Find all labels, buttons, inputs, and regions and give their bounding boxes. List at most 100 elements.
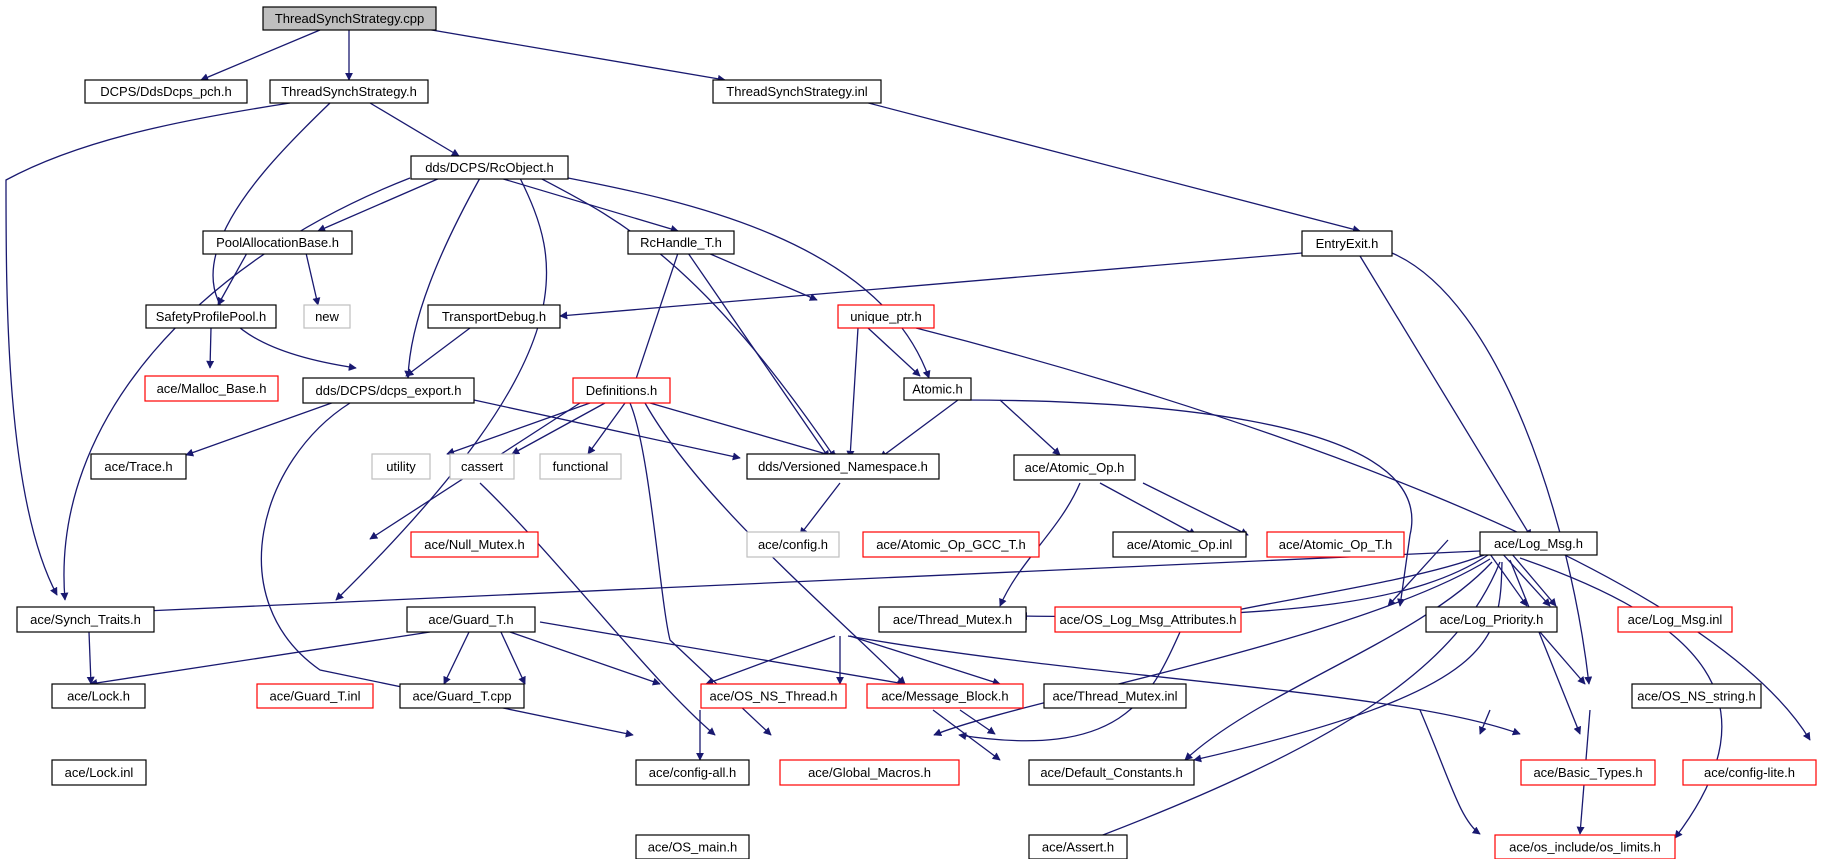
node-ace-config-all-h[interactable]: ace/config-all.h (635, 759, 750, 786)
node-ace-os-ns-string-h[interactable]: ace/OS_NS_string.h (1631, 683, 1762, 709)
node-ace-global-macros-h[interactable]: ace/Global_Macros.h (779, 759, 960, 786)
node-box (862, 531, 1040, 558)
edge (829, 92, 1361, 234)
node-ace-log-msg-inl[interactable]: ace/Log_Msg.inl (1617, 606, 1733, 633)
node-ace-thread-mutex-inl[interactable]: ace/Thread_Mutex.inl (1043, 683, 1187, 709)
node-ace-config-h[interactable]: ace/config.h (746, 531, 840, 558)
node-ace-lock-inl[interactable]: ace/Lock.inl (51, 759, 147, 786)
node-box (51, 759, 147, 786)
node-dds-versioned-namespace-h[interactable]: dds/Versioned_Namespace.h (746, 453, 940, 480)
node-box (1054, 606, 1242, 633)
node-dcps-ddsdcps-pch-h[interactable]: DCPS/DdsDcps_pch.h (84, 79, 248, 104)
node-new[interactable]: new (303, 304, 351, 329)
node-ace-guard-t-cpp[interactable]: ace/Guard_T.cpp (399, 683, 525, 709)
node-label: RcHandle_T.h (640, 235, 722, 250)
node-atomic-h[interactable]: Atomic.h (903, 377, 972, 401)
edge (707, 252, 818, 301)
node-ace-trace-h[interactable]: ace/Trace.h (90, 453, 187, 480)
node-definitions-h[interactable]: Definitions.h (572, 377, 671, 404)
node-utility[interactable]: utility (371, 453, 431, 480)
edge (1509, 559, 1582, 735)
node-functional[interactable]: functional (539, 453, 622, 480)
node-box (256, 683, 374, 709)
node-ace-atomic-op-inl[interactable]: ace/Atomic_Op.inl (1112, 531, 1247, 558)
node-box (700, 683, 847, 709)
edge (1193, 561, 1503, 763)
edge (185, 399, 341, 457)
node-ace-default-constants-h[interactable]: ace/Default_Constants.h (1028, 759, 1195, 786)
node-box (371, 453, 431, 480)
edge (959, 399, 1413, 607)
node-threadsynchstrategy-h[interactable]: ThreadSynchStrategy.h (269, 79, 429, 104)
node-dds-dcps-rcobject-h[interactable]: dds/DCPS/RcObject.h (410, 155, 569, 180)
node-box (144, 375, 279, 402)
node-ace-lock-h[interactable]: ace/Lock.h (51, 683, 146, 709)
node-label: ace/Log_Priority.h (1440, 612, 1544, 627)
node-ace-synch-traits-h[interactable]: ace/Synch_Traits.h (16, 606, 155, 633)
node-label: unique_ptr.h (850, 309, 922, 324)
node-ace-guard-t-h[interactable]: ace/Guard_T.h (406, 606, 536, 633)
node-ace-os-main-h[interactable]: ace/OS_main.h (635, 834, 750, 859)
node-box (627, 230, 735, 255)
node-box (51, 683, 146, 709)
node-safetyprofilepool-h[interactable]: SafetyProfilePool.h (145, 304, 277, 329)
node-unique-ptr-h[interactable]: unique_ptr.h (837, 304, 935, 329)
node-ace-malloc-base-h[interactable]: ace/Malloc_Base.h (144, 375, 279, 402)
node-threadsynchstrategy-cpp[interactable]: ThreadSynchStrategy.cpp (262, 6, 437, 31)
node-label: ace/Malloc_Base.h (157, 381, 267, 396)
edge (915, 327, 1811, 741)
node-ace-log-msg-h[interactable]: ace/Log_Msg.h (1479, 531, 1598, 556)
node-ace-atomic-op-gcc-t-h[interactable]: ace/Atomic_Op_GCC_T.h (862, 531, 1040, 558)
edge (559, 252, 1303, 320)
edge (499, 629, 526, 685)
node-ace-assert-h[interactable]: ace/Assert.h (1028, 834, 1128, 859)
node-ace-null-mutex-h[interactable]: ace/Null_Mutex.h (410, 531, 539, 558)
node-cassert[interactable]: cassert (449, 453, 515, 480)
node-dds-dcps-dcps-export-h[interactable]: dds/DCPS/dcps_export.h (302, 377, 475, 404)
node-label: SafetyProfilePool.h (156, 309, 267, 324)
node-ace-os-log-msg-attributes-h[interactable]: ace/OS_Log_Msg_Attributes.h (1054, 606, 1242, 633)
node-ace-os-include-os-limits-h[interactable]: ace/os_include/os_limits.h (1494, 834, 1676, 859)
edge (479, 482, 716, 736)
node-box (1682, 759, 1817, 786)
edge (1387, 539, 1449, 607)
node-entryexit-h[interactable]: EntryExit.h (1301, 230, 1393, 257)
node-ace-config-lite-h[interactable]: ace/config-lite.h (1682, 759, 1817, 786)
node-ace-basic-types-h[interactable]: ace/Basic_Types.h (1520, 759, 1656, 786)
node-box (1494, 834, 1676, 859)
edge (446, 402, 591, 456)
node-rchandle-t-h[interactable]: RcHandle_T.h (627, 230, 735, 255)
node-label: ace/OS_NS_Thread.h (710, 689, 838, 704)
node-ace-message-block-h[interactable]: ace/Message_Block.h (866, 683, 1024, 709)
edge (847, 635, 1521, 736)
node-label: dds/DCPS/dcps_export.h (316, 383, 462, 398)
node-box (1617, 606, 1733, 633)
edge (1391, 252, 1593, 685)
edge (217, 252, 248, 306)
node-box (269, 79, 429, 104)
edge (509, 631, 661, 686)
edge (1099, 482, 1197, 536)
node-label: ThreadSynchStrategy.cpp (275, 11, 424, 26)
node-box (779, 759, 960, 786)
node-label: ace/Message_Block.h (881, 689, 1008, 704)
node-box (427, 304, 561, 329)
node-box (1028, 834, 1128, 859)
node-ace-atomic-op-t-h[interactable]: ace/Atomic_Op_T.h (1266, 531, 1405, 558)
node-transportdebug-h[interactable]: TransportDebug.h (427, 304, 561, 329)
edge (1184, 561, 1493, 761)
edge (206, 327, 215, 369)
node-poolallocationbase-h[interactable]: PoolAllocationBase.h (202, 230, 353, 255)
node-threadsynchstrategy-inl[interactable]: ThreadSynchStrategy.inl (712, 79, 882, 104)
node-ace-log-priority-h[interactable]: ace/Log_Priority.h (1425, 606, 1558, 633)
edge (1479, 709, 1491, 735)
node-ace-os-ns-thread-h[interactable]: ace/OS_NS_Thread.h (700, 683, 847, 709)
node-box (145, 304, 277, 329)
edge (1359, 255, 1532, 538)
node-box (712, 79, 882, 104)
node-ace-guard-t-inl[interactable]: ace/Guard_T.inl (256, 683, 374, 709)
node-ace-atomic-op-h[interactable]: ace/Atomic_Op.h (1013, 454, 1136, 481)
edge (443, 629, 471, 685)
node-ace-thread-mutex-h[interactable]: ace/Thread_Mutex.h (878, 606, 1027, 633)
